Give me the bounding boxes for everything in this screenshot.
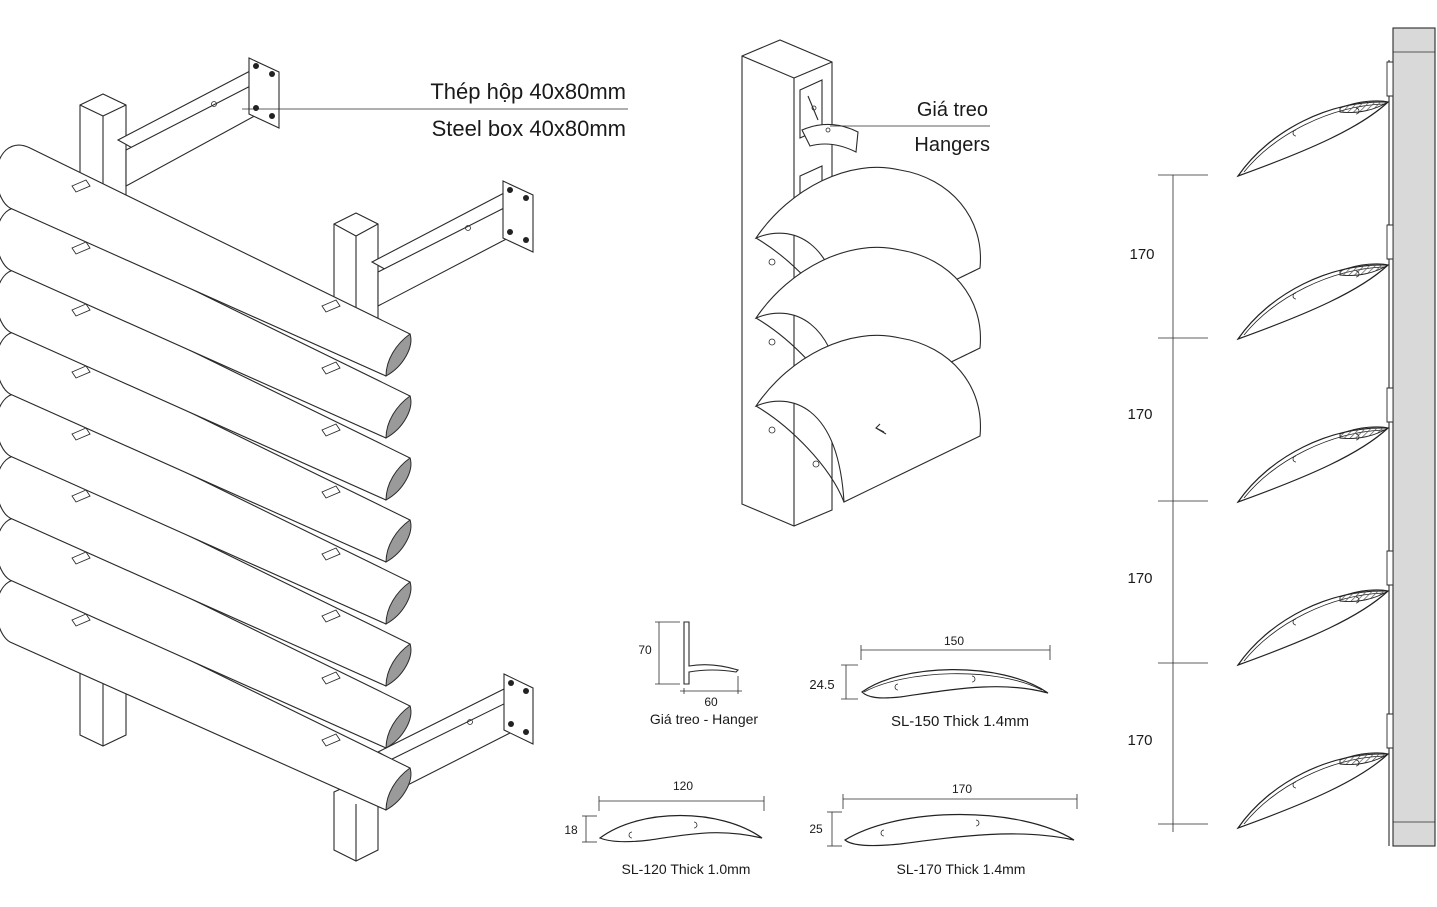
sl170-width-dim: 170 — [952, 782, 972, 796]
section-blade — [1236, 713, 1394, 830]
section-clip — [1339, 752, 1390, 765]
hanger-detail — [655, 621, 742, 694]
hanger-blade-slot — [768, 426, 776, 434]
louver-clip — [321, 423, 341, 437]
hanger-blade-slot — [768, 258, 776, 266]
section-blade — [1236, 387, 1394, 504]
louver-blade — [0, 144, 412, 377]
spacing-dim-3: 170 — [1127, 570, 1152, 587]
louver-end-cap — [385, 457, 412, 501]
hanger-exploded-view — [741, 39, 990, 527]
louver-clip — [71, 179, 91, 193]
sl150-caption: SL-150 Thick 1.4mm — [891, 713, 1029, 730]
section-slot — [1292, 292, 1297, 300]
section-slot — [1292, 781, 1297, 789]
sl170-caption: SL-170 Thick 1.4mm — [897, 861, 1026, 877]
hanger-label-en: Hangers — [914, 134, 990, 156]
section-slot — [1292, 129, 1297, 137]
steel-arm-upper-right — [370, 180, 534, 307]
louver-clip — [321, 671, 341, 685]
louver-end-cap — [385, 395, 412, 439]
section-slot — [1355, 596, 1360, 604]
hanger-blade — [754, 334, 982, 503]
louver-clip — [71, 489, 91, 503]
isometric-louver-assembly — [0, 57, 628, 862]
section-hanger — [1386, 61, 1394, 97]
louver-end-cap — [385, 767, 412, 811]
hanger-height-dim: 70 — [638, 643, 652, 657]
section-clip — [1339, 263, 1390, 276]
section-clip — [1339, 426, 1390, 439]
spacing-dim-2: 170 — [1127, 406, 1152, 423]
profile-sl150 — [841, 645, 1051, 700]
sl150-height-dim: 24.5 — [809, 677, 834, 692]
louver-end-cap — [385, 643, 412, 687]
section-hanger — [1386, 713, 1394, 749]
section-hanger — [1386, 550, 1394, 586]
hanger-bracket-top — [799, 79, 859, 153]
hanger-caption: Giá treo - Hanger — [650, 711, 758, 727]
wall-section — [1392, 27, 1436, 847]
louver-end-cap — [385, 519, 412, 563]
profile-sl170 — [827, 794, 1078, 847]
sl150-width-dim: 150 — [944, 634, 964, 648]
hanger-blade-stack — [754, 166, 982, 503]
section-blade-stack — [1236, 61, 1394, 830]
louver-clip — [321, 485, 341, 499]
sl120-caption: SL-120 Thick 1.0mm — [622, 861, 751, 877]
section-hanger — [1386, 224, 1394, 260]
sl170-height-dim: 25 — [809, 822, 823, 836]
section-blade — [1236, 61, 1394, 178]
louver-clip — [321, 299, 341, 313]
louver-clip — [71, 427, 91, 441]
louver-end-cap — [385, 705, 412, 749]
louver-clip — [71, 241, 91, 255]
section-slot — [1355, 270, 1360, 278]
section-blade — [1236, 550, 1394, 667]
section-clip — [1339, 589, 1390, 602]
hanger-blade-slot — [768, 338, 776, 346]
section-slot — [1292, 455, 1297, 463]
hanger-width-dim: 60 — [704, 695, 718, 709]
louver-blade — [0, 330, 412, 563]
hanger-blade-slot — [812, 460, 820, 468]
section-slot — [1355, 107, 1360, 115]
steel-box-label-en: Steel box 40x80mm — [432, 116, 626, 141]
louver-clip — [321, 609, 341, 623]
louver-end-cap — [385, 333, 412, 377]
louver-clip — [71, 365, 91, 379]
sl120-height-dim: 18 — [564, 823, 578, 837]
hanger-label-vi: Giá treo — [917, 99, 988, 121]
spacing-dim-1: 170 — [1129, 246, 1154, 263]
steel-arm-lower — [376, 673, 534, 797]
section-clip — [1339, 100, 1390, 113]
steel-box-label-vi: Thép hộp 40x80mm — [430, 79, 626, 104]
louver-clip — [71, 613, 91, 627]
section-hanger — [1386, 387, 1394, 423]
louver-clip — [321, 361, 341, 375]
profile-sl120 — [582, 796, 765, 843]
louver-end-cap — [385, 581, 412, 625]
spacing-dim-4: 170 — [1127, 732, 1152, 749]
section-slot — [1355, 759, 1360, 767]
section-slot — [1292, 618, 1297, 626]
section-slot — [1355, 433, 1360, 441]
louver-clip — [321, 547, 341, 561]
louver-blade-stack — [0, 144, 412, 811]
louver-clip — [321, 733, 341, 747]
louver-clip — [71, 303, 91, 317]
section-blade — [1236, 224, 1394, 341]
steel-arm-upper-left — [116, 57, 280, 187]
louver-clip — [71, 551, 91, 565]
section-view — [1158, 27, 1436, 847]
assembly-arrow — [875, 423, 887, 435]
section-dimension-ticks — [1158, 174, 1208, 825]
sl120-width-dim: 120 — [673, 779, 693, 793]
